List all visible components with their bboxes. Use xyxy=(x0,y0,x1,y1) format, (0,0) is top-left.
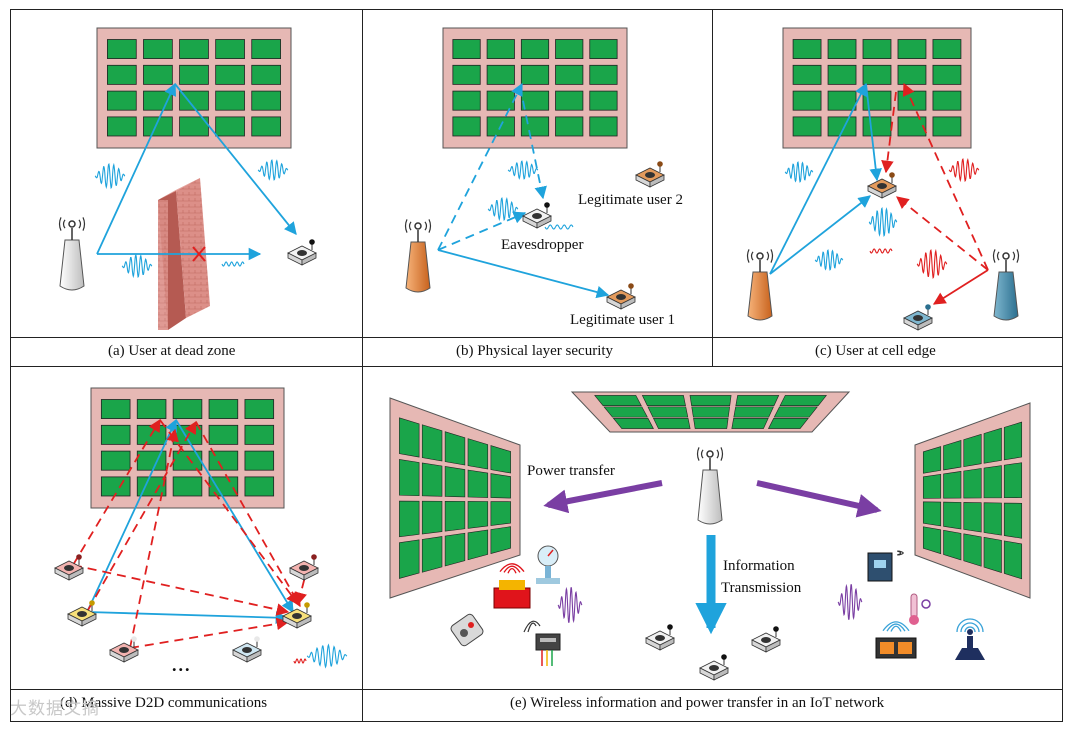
label-ellipsis: ... xyxy=(172,655,192,675)
signal-wave-icon xyxy=(784,161,814,183)
user-device-icon xyxy=(635,161,665,188)
iot-sensor-icon xyxy=(909,593,931,625)
label-legitimate-user-2: Legitimate user 2 xyxy=(578,192,683,208)
base-stations xyxy=(58,217,1020,525)
signal-wave-icon xyxy=(948,157,980,183)
label-eavesdropper: Eavesdropper xyxy=(501,237,584,253)
user-device-icon xyxy=(645,624,675,651)
base-station-icon xyxy=(746,249,774,321)
iot-sensor-icon xyxy=(875,621,917,659)
caption-panel-d: (d) Massive D2D communications xyxy=(60,695,268,711)
user-device-icon xyxy=(699,654,729,681)
signal-wave-icon xyxy=(94,162,126,190)
ris-panel-icon xyxy=(90,387,285,509)
signal-wave-icon xyxy=(293,658,307,664)
signal-wave-icon xyxy=(121,253,153,279)
label-information: Information xyxy=(723,558,795,574)
ris-panel-icon xyxy=(389,397,521,599)
user-device-icon xyxy=(606,283,636,310)
base-station-icon xyxy=(992,249,1020,321)
user-device-icon xyxy=(903,304,933,331)
label-legitimate-user-1: Legitimate user 1 xyxy=(570,312,675,328)
signal-wave-icon xyxy=(916,248,948,280)
user-device-icon xyxy=(232,636,262,663)
signal-wave-icon xyxy=(221,261,245,267)
user-device-icon xyxy=(67,600,97,627)
base-station-icon xyxy=(404,219,432,293)
ris-panel-icon xyxy=(570,391,851,433)
iot-sensor-icon xyxy=(955,618,985,660)
user-device-icon xyxy=(522,202,552,229)
signal-waves xyxy=(94,157,980,669)
watermark: 大数据文摘 xyxy=(10,699,100,719)
ris-panel-icon xyxy=(782,27,972,149)
user-device-icon xyxy=(109,636,139,663)
user-device-icon xyxy=(282,602,312,629)
caption-panel-e: (e) Wireless information and power trans… xyxy=(510,695,885,711)
iot-sensor-icon xyxy=(536,545,560,584)
user-device-icon xyxy=(751,626,781,653)
iot-sensors xyxy=(450,545,985,666)
iot-sensor-icon xyxy=(450,613,484,647)
signal-wave-icon xyxy=(487,196,519,222)
caption-panel-c: (c) User at cell edge xyxy=(815,343,936,359)
user-device-icon xyxy=(867,172,897,199)
signal-wave-icon xyxy=(557,586,583,624)
ris-panels xyxy=(90,27,1031,599)
signal-wave-icon xyxy=(544,224,574,230)
label-transmission: Transmission xyxy=(721,580,802,596)
caption-panel-b: (b) Physical layer security xyxy=(456,343,614,359)
base-station-icon xyxy=(696,447,724,525)
iot-sensor-icon xyxy=(867,550,904,582)
ris-panel-icon xyxy=(96,27,292,149)
signal-wave-icon xyxy=(837,583,863,621)
user-device-icon xyxy=(54,554,84,581)
iot-sensor-icon xyxy=(493,563,531,609)
ris-panel-icon xyxy=(914,402,1031,599)
user-devices xyxy=(54,161,933,681)
blocked-x-icon xyxy=(192,246,206,262)
signal-wave-icon xyxy=(257,159,289,181)
label-power-transfer: Power transfer xyxy=(527,463,615,479)
signal-wave-icon xyxy=(868,206,898,238)
caption-panel-a: (a) User at dead zone xyxy=(108,343,236,359)
ris-panel-icon xyxy=(442,27,628,149)
signal-wave-icon xyxy=(306,643,348,669)
signal-wave-icon xyxy=(814,249,844,271)
user-device-icon xyxy=(289,554,319,581)
user-device-icon xyxy=(287,239,317,266)
base-station-icon xyxy=(58,217,86,291)
iot-sensor-icon xyxy=(523,620,561,666)
signal-wave-icon xyxy=(869,248,893,254)
signal-wave-icon xyxy=(507,160,539,180)
panel-grid xyxy=(10,9,1063,722)
